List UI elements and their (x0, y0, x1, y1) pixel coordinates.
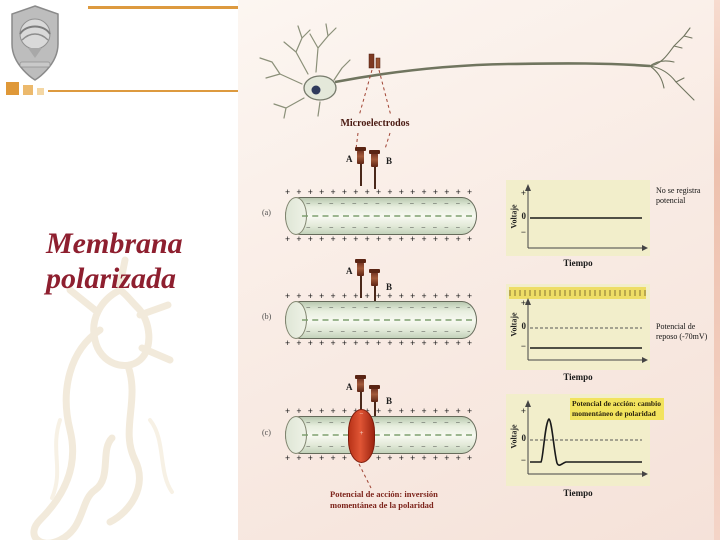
shield-icon (11, 5, 59, 81)
zero-tick: 0 (521, 321, 527, 331)
neuron-illustration (259, 23, 695, 119)
inner-negative-charges: − − − − − − − − − − − − − − − − − − − − (306, 328, 470, 336)
electrode-b-label: B (386, 396, 393, 406)
zero-tick: 0 (521, 433, 527, 443)
voltage-graph-b (506, 284, 650, 370)
outer-positive-charges: + + + + + + + + + + + + + + + + + + + + … (285, 407, 477, 416)
inner-negative-charges: − − − − − − − − − − − − − − − − − − − − (306, 304, 470, 312)
graph-c-note: Potencial de acción: cambio momentáneo d… (570, 398, 664, 420)
band-minus-charge: − (359, 410, 364, 418)
time-axis-label: Tiempo (563, 372, 593, 382)
membrane-tube: − − − − − − − − − − − − − − − − − − − − … (285, 301, 477, 339)
neuron-watermark (0, 120, 250, 540)
nucleus (311, 85, 321, 95)
electrode-b-label: B (386, 282, 393, 292)
voltage-graph-a (506, 180, 650, 256)
minus-tick: − (520, 455, 526, 465)
page-title: Membrana polarizada (46, 227, 183, 296)
outer-positive-charges: + + + + + + + + + + + + + + + + + + + + … (285, 235, 477, 244)
action-potential-band: − + (348, 409, 375, 463)
microelectrode-icon (355, 147, 366, 186)
panel-b-id: (b) (262, 312, 272, 321)
band-plus-charge: + (359, 429, 364, 437)
electrode-a-label: A (346, 266, 353, 276)
graph-b-note: Potencial de reposo (-70mV) (656, 322, 708, 341)
axon-cylinder-b: + + + + + + + + + + + + + + + + + + + + … (285, 292, 477, 348)
outer-positive-charges: + + + + + + + + + + + + + + + + + + + + … (285, 454, 477, 463)
axis-dashed-line (302, 434, 472, 436)
axon (334, 62, 651, 84)
bottom-caption: Potencial de acción: inversión momentáne… (330, 489, 438, 511)
plus-tick: + (520, 188, 526, 198)
microelectrode-icon (355, 259, 366, 298)
axon-cylinder-a: + + + + + + + + + + + + + + + + + + + + … (285, 188, 477, 244)
plus-tick: + (520, 298, 526, 308)
axon-terminals (649, 27, 695, 101)
outer-positive-charges: + + + + + + + + + + + + + + + + + + + + … (285, 188, 477, 197)
minus-tick: − (520, 227, 526, 237)
membrane-tube: − − − − − − − − − − − − − − − − − − − − … (285, 409, 477, 463)
electrode-a-label: A (346, 382, 353, 392)
inner-negative-charges: − − − − − − − − − − − − − − − − − − − − (306, 224, 470, 232)
accent-rule-line (48, 90, 238, 92)
microelectrodes-label: Microelectrodos (340, 118, 410, 129)
minus-tick: − (520, 341, 526, 351)
membrane-tube: − − − − − − − − − − − − − − − − − − − − … (285, 197, 477, 235)
plus-tick: + (520, 406, 526, 416)
inner-negative-charges: − − − − − − − − − − − − − − − − − − − − (306, 443, 470, 451)
highlight-annotation (509, 287, 646, 299)
microelectrode-icon-inserted (369, 385, 380, 434)
accent-square-large (6, 82, 19, 95)
figure-panel: Microelectrodos A B (a) + + + + + + + + … (238, 0, 720, 540)
axis-dashed-line (302, 215, 472, 217)
electrode-pair-icon (368, 53, 381, 69)
inner-negative-charges: − − − − − − − − − − − − − − − − − − − − (306, 200, 470, 208)
voltage-graph-c: Potencial de acción: cambio momentáneo d… (506, 394, 664, 486)
accent-square-small (37, 88, 44, 95)
microelectrode-icon (369, 150, 380, 189)
axon-cylinder-c: + + + + + + + + + + + + + + + + + + + + … (285, 407, 477, 463)
outer-positive-charges: + + + + + + + + + + + + + + + + + + + + … (285, 292, 477, 301)
university-logo (6, 4, 64, 84)
time-axis-label: Tiempo (563, 258, 593, 268)
panel-c-id: (c) (262, 428, 271, 437)
inner-negative-charges: − − − − − − − − − − − − − − − − − − − − (306, 419, 470, 427)
accent-square-medium (23, 85, 33, 95)
electrode-a-label: A (346, 154, 353, 164)
electrode-b-label: B (386, 156, 393, 166)
microelectrode-icon (355, 375, 366, 414)
axis-dashed-line (302, 319, 472, 321)
microelectrode-icon-inserted (369, 269, 380, 318)
top-accent-line (88, 6, 238, 9)
zero-tick: 0 (521, 211, 527, 221)
outer-positive-charges: + + + + + + + + + + + + + + + + + + + + … (285, 339, 477, 348)
scan-edge-strip (714, 0, 720, 540)
panel-a-id: (a) (262, 208, 271, 217)
graph-a-note: No se registra potencial (656, 186, 701, 205)
time-axis-label: Tiempo (563, 488, 593, 498)
